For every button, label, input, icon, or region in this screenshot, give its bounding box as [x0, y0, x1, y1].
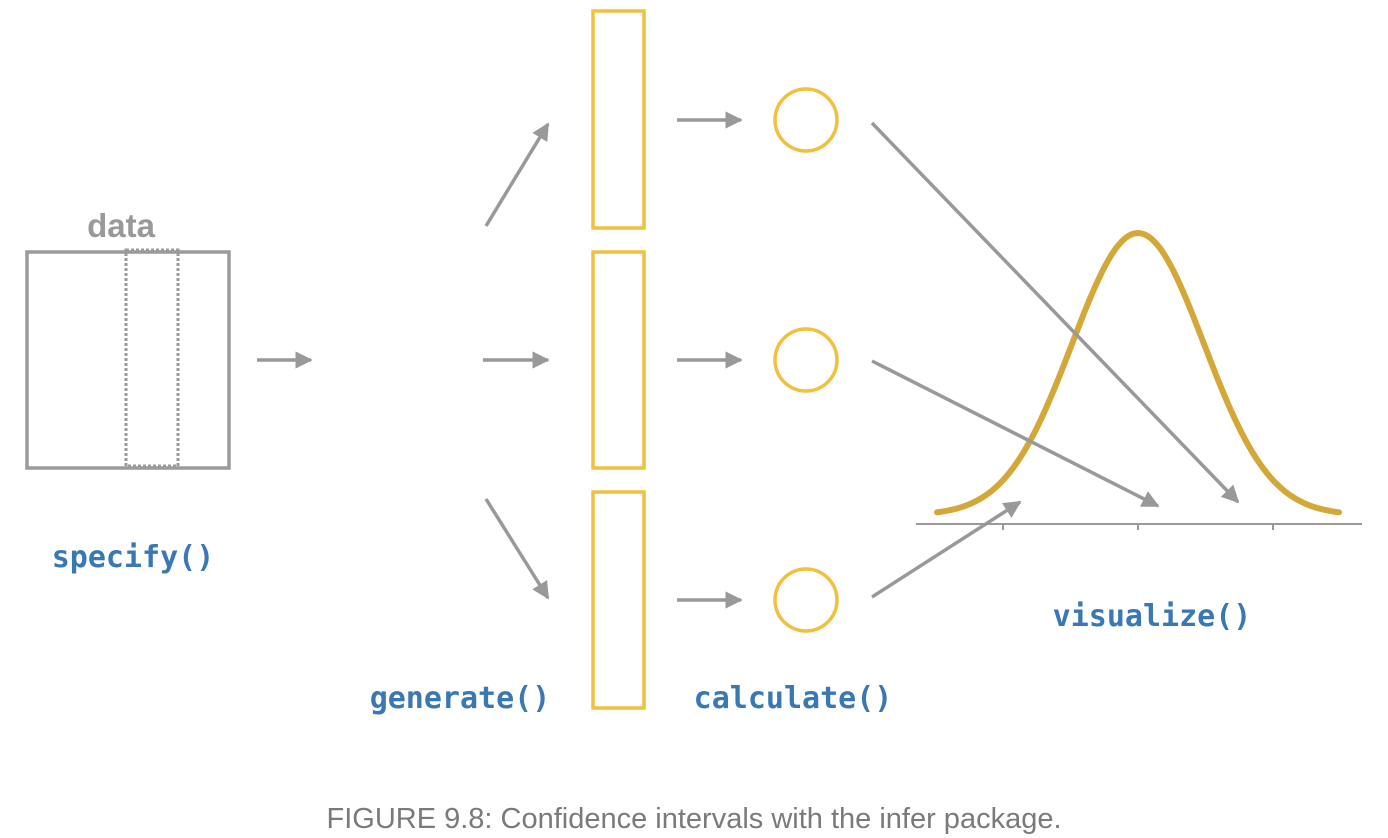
arrow-generate-sample-1: [484, 122, 550, 227]
sample-box-1: [591, 9, 646, 230]
statistic-circle-1: [773, 87, 839, 153]
data-table-box: [25, 250, 231, 470]
sampling-distribution-curve: [934, 229, 1342, 516]
statistic-circle-2: [773, 327, 839, 393]
visualize-label: visualize(): [1053, 599, 1252, 634]
arrow-generate-sample-3: [484, 498, 550, 600]
figure-caption: FIGURE 9.8: Confidence intervals with th…: [326, 803, 1061, 835]
data-label: data: [87, 207, 156, 244]
generate-label: generate(): [370, 681, 551, 716]
statistic-circle-3: [773, 567, 839, 633]
sample-box-3: [591, 490, 646, 710]
data-column-highlight: [124, 248, 180, 468]
sample-box-2: [591, 250, 646, 470]
arrow-visualize-3: [871, 500, 1022, 599]
specify-label: specify(): [52, 540, 215, 575]
arrow-visualize-1: [870, 121, 1240, 504]
arrow-visualize-2: [871, 359, 1160, 508]
calculate-label: calculate(): [694, 681, 893, 716]
